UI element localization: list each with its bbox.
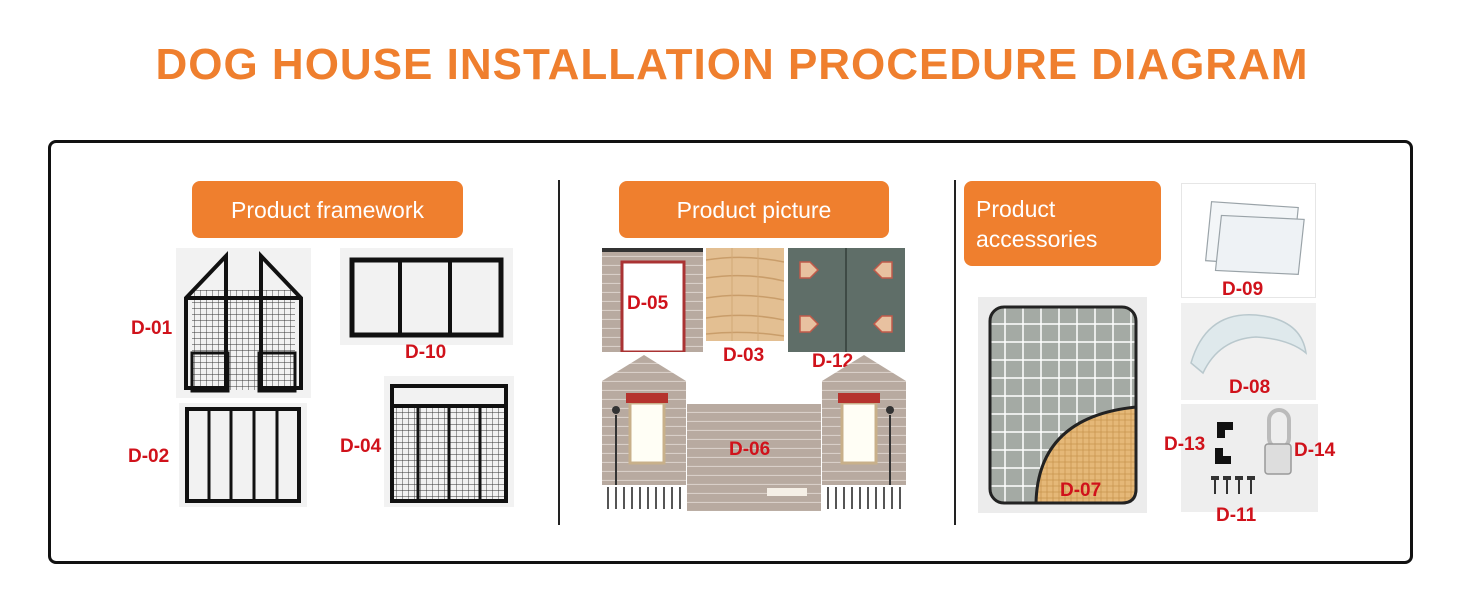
part-label-d07: D-07: [1060, 480, 1102, 501]
section-header-picture: Product picture: [619, 181, 889, 238]
part-label-d08: D-08: [1229, 377, 1271, 398]
part-image-d01: [176, 248, 311, 398]
part-image-house-wall-left: [602, 355, 686, 511]
part-image-d12: [788, 248, 905, 352]
part-image-d04: [384, 376, 514, 507]
part-image-house-wall-right: [822, 355, 906, 511]
page-title: DOG HOUSE INSTALLATION PROCEDURE DIAGRAM: [155, 40, 1309, 89]
part-label-d13: D-13: [1164, 434, 1206, 455]
part-label-d06: D-06: [729, 439, 771, 460]
part-label-d01: D-01: [131, 318, 173, 339]
part-image-d06: [687, 404, 821, 511]
part-label-d09: D-09: [1222, 279, 1264, 300]
part-image-d09: [1181, 183, 1316, 298]
part-label-d04: D-04: [340, 436, 382, 457]
part-image-d05: [602, 248, 703, 352]
part-image-hardware: [1181, 404, 1318, 512]
part-label-d02: D-02: [128, 446, 170, 467]
part-image-d08: [1181, 303, 1316, 400]
part-label-d05: D-05: [627, 293, 669, 314]
part-label-d03: D-03: [723, 345, 765, 366]
part-image-d07: [978, 297, 1147, 513]
diagram-frame: [48, 140, 1413, 564]
section-divider: [558, 180, 560, 525]
section-header-accessories: Product accessories: [964, 181, 1161, 266]
section-header-framework: Product framework: [192, 181, 463, 238]
part-label-d11: D-11: [1216, 505, 1257, 526]
part-image-d10: [340, 248, 513, 345]
part-image-d03: [706, 248, 784, 341]
part-label-d10: D-10: [405, 342, 447, 363]
section-divider: [954, 180, 956, 525]
part-label-d12: D-12: [812, 351, 854, 372]
part-label-d14: D-14: [1294, 440, 1336, 461]
part-image-d02: [179, 403, 307, 507]
